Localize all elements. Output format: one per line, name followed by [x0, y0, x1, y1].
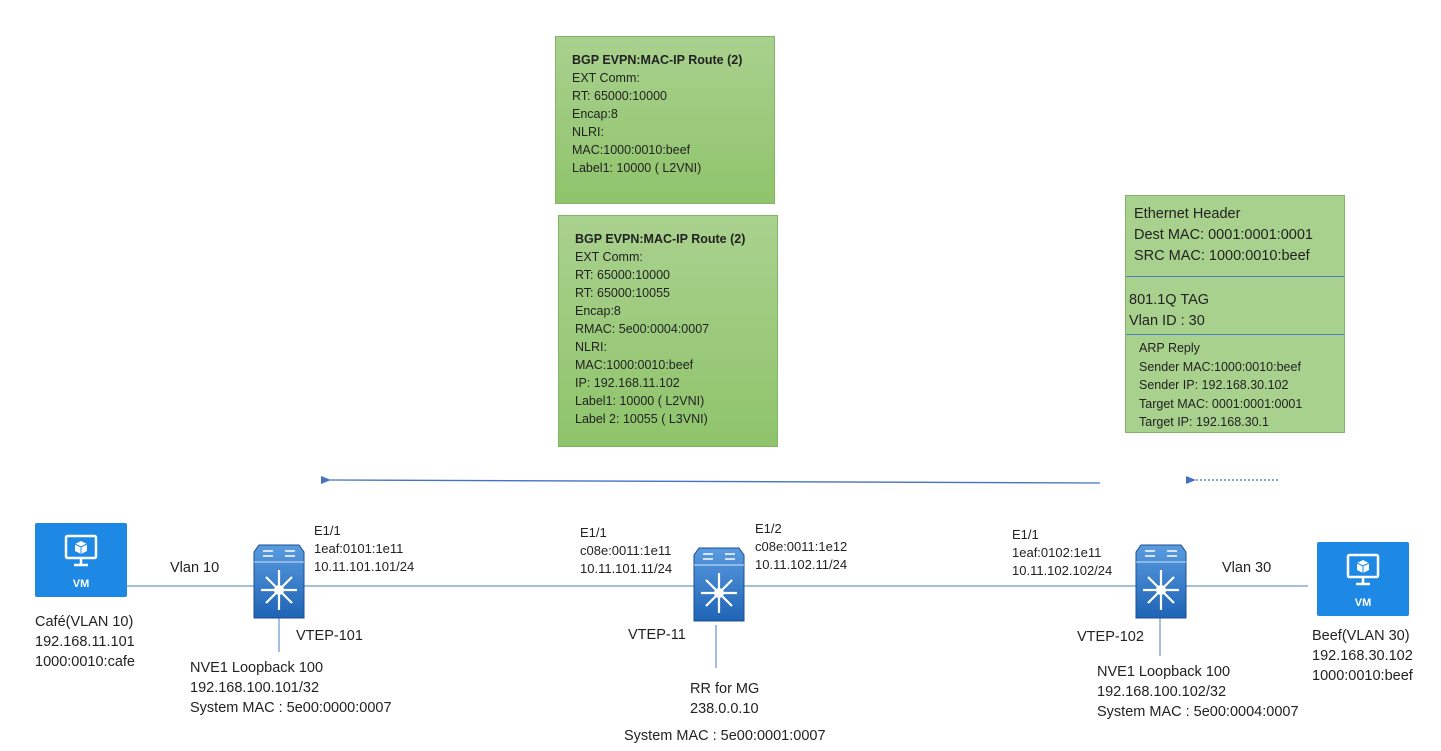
vtep11-interface-e1-2: E1/2 c08e:0011:1e12 10.11.102.11/24: [755, 520, 847, 574]
interface-ip: 10.11.102.102/24: [1012, 563, 1113, 578]
vm-mac: 1000:0010:beef: [1312, 668, 1413, 684]
vtep11-system-mac: System MAC : 5e00:0001:0007: [624, 728, 826, 744]
ethernet-header-section: Ethernet Header Dest MAC: 0001:0001:0001…: [1126, 204, 1344, 267]
route-box-line: Label1: 10000 ( L2VNI): [575, 394, 705, 408]
interface-name: E1/1: [314, 523, 341, 538]
vm-cafe[interactable]: VM: [35, 523, 127, 597]
interface-name: E1/1: [1012, 527, 1039, 542]
route-box-line: Encap:8: [575, 304, 621, 318]
route-box-mac-only: BGP EVPN:MAC-IP Route (2) EXT Comm: RT: …: [555, 36, 775, 204]
interface-ip: 10.11.102.11/24: [755, 557, 848, 572]
interface-mac: 1eaf:0101:1e11: [314, 541, 404, 556]
interface-name: E1/2: [755, 521, 782, 536]
dot1q-tag-section: 801.1Q TAG Vlan ID : 30: [1126, 290, 1344, 332]
frame-line: Target MAC: 0001:0001:0001: [1139, 396, 1303, 411]
interface-mac: c08e:0011:1e12: [755, 539, 848, 554]
route-box-line: RT: 65000:10055: [575, 286, 670, 300]
vtep101-name: VTEP-101: [296, 628, 363, 644]
route-box-line: NLRI:: [572, 125, 604, 139]
vtep101-interface: E1/1 1eaf:0101:1e11 10.11.101.101/24: [314, 522, 414, 576]
frame-line: Sender IP: 192.168.30.102: [1139, 378, 1289, 392]
nexus-switch-icon[interactable]: [253, 544, 305, 620]
loopback-name: NVE1 Loopback 100: [190, 660, 324, 676]
route-box-title: BGP EVPN:MAC-IP Route (2): [575, 232, 746, 246]
loopback-ip: 192.168.100.102/32: [1097, 684, 1227, 700]
arp-reply-frame-box: Ethernet Header Dest MAC: 0001:0001:0001…: [1125, 195, 1345, 433]
system-mac: System MAC : 5e00:0004:0007: [1097, 704, 1299, 720]
frame-divider: [1126, 334, 1344, 335]
vtep11-rr: RR for MG 238.0.0.10: [690, 679, 759, 719]
interface-mac: c08e:0011:1e11: [580, 543, 672, 558]
route-box-line: MAC:1000:0010:beef: [575, 358, 694, 372]
route-box-line: RMAC: 5e00:0004:0007: [575, 322, 710, 336]
vtep11-interface-e1-1: E1/1 c08e:0011:1e11 10.11.101.11/24: [580, 524, 672, 578]
interface-mac: 1eaf:0102:1e11: [1012, 545, 1102, 560]
frame-divider: [1126, 276, 1344, 277]
vm-name: Beef(VLAN 30): [1312, 628, 1410, 644]
vtep102-name: VTEP-102: [1077, 629, 1144, 645]
vlan-10-label: Vlan 10: [170, 560, 220, 576]
rr-label: RR for MG: [690, 681, 760, 697]
frame-line: 801.1Q TAG: [1129, 292, 1210, 308]
route-box-line: EXT Comm:: [575, 250, 643, 264]
vm-name: Café(VLAN 10): [35, 614, 134, 630]
route-box-line: RT: 65000:10000: [572, 89, 667, 103]
nexus-switch-icon[interactable]: [1135, 544, 1187, 620]
loopback-ip: 192.168.100.101/32: [190, 680, 320, 696]
frame-line: Target IP: 192.168.30.1: [1139, 415, 1269, 429]
vtep102-interface: E1/1 1eaf:0102:1e11 10.11.102.102/24: [1012, 526, 1112, 580]
vtep101-loopback: NVE1 Loopback 100 192.168.100.101/32 Sys…: [190, 658, 392, 718]
vm-beef[interactable]: VM: [1317, 542, 1409, 616]
vm-ip: 192.168.30.102: [1312, 648, 1413, 664]
vtep11-name: VTEP-11: [628, 627, 686, 643]
bgp-advert-arrow: [320, 475, 1101, 484]
loopback-name: NVE1 Loopback 100: [1097, 664, 1231, 680]
frame-line: ARP Reply: [1139, 341, 1200, 355]
vlan-30-label: Vlan 30: [1222, 560, 1272, 576]
route-box-line: Label1: 10000 ( L2VNI): [572, 161, 702, 175]
route-box-line: EXT Comm:: [572, 71, 640, 85]
frame-line: Ethernet Header: [1134, 206, 1241, 222]
route-box-line: Encap:8: [572, 107, 618, 121]
rr-group: 238.0.0.10: [690, 701, 759, 717]
route-box-title: BGP EVPN:MAC-IP Route (2): [572, 53, 743, 67]
vm-caption: VM: [1354, 597, 1372, 609]
system-mac: System MAC : 5e00:0000:0007: [190, 700, 392, 716]
frame-line: Vlan ID : 30: [1129, 313, 1205, 329]
vm-caption: VM: [72, 578, 90, 590]
frame-line: SRC MAC: 1000:0010:beef: [1134, 248, 1310, 264]
monitor-cube-icon: [1346, 553, 1380, 586]
vm-cafe-info: Café(VLAN 10) 192.168.11.101 1000:0010:c…: [35, 612, 135, 672]
route-box-line: RT: 65000:10000: [575, 268, 670, 282]
interface-name: E1/1: [580, 525, 607, 540]
vtep102-loopback: NVE1 Loopback 100 192.168.100.102/32 Sys…: [1097, 662, 1299, 722]
route-box-line: IP: 192.168.11.102: [575, 376, 680, 390]
nexus-switch-icon[interactable]: [693, 547, 745, 623]
vm-mac: 1000:0010:cafe: [35, 654, 135, 670]
frame-line: Sender MAC:1000:0010:beef: [1139, 359, 1301, 374]
route-box-line: MAC:1000:0010:beef: [572, 143, 691, 157]
frame-line: Dest MAC: 0001:0001:0001: [1134, 227, 1313, 243]
route-box-line: NLRI:: [575, 340, 607, 354]
route-box-line: Label 2: 10055 ( L3VNI): [575, 412, 708, 426]
arp-reply-section: ARP Reply Sender MAC:1000:0010:beef Send…: [1126, 339, 1344, 432]
vm-beef-info: Beef(VLAN 30) 192.168.30.102 1000:0010:b…: [1312, 626, 1413, 686]
route-box-mac-ip: BGP EVPN:MAC-IP Route (2) EXT Comm: RT: …: [558, 215, 778, 447]
monitor-cube-icon: [64, 534, 98, 567]
interface-ip: 10.11.101.11/24: [580, 561, 673, 576]
interface-ip: 10.11.101.101/24: [314, 559, 415, 574]
vm-ip: 192.168.11.101: [35, 634, 135, 650]
